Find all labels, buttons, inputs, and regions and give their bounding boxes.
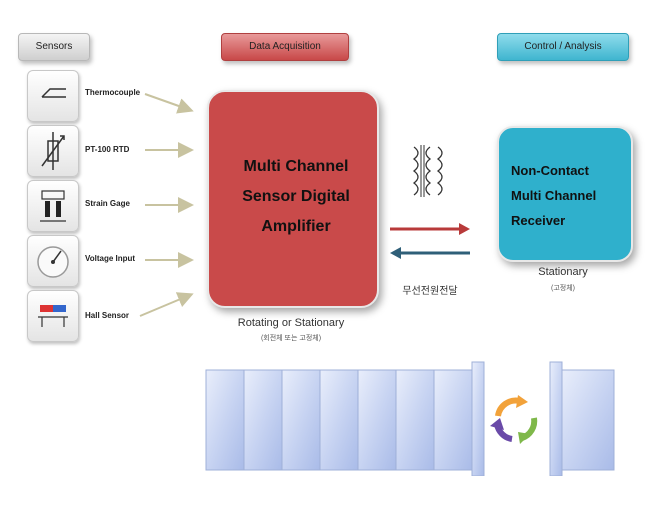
receiver-line-1: Non-Contact: [511, 163, 589, 178]
rotation-cycle-icon: [490, 395, 538, 444]
receiver-line-2: Multi Channel: [511, 188, 597, 203]
rotating-shaft-illustration: [205, 361, 615, 476]
hall-sensor-icon: [27, 290, 79, 342]
amplifier-line-1: Multi Channel: [243, 158, 349, 175]
sensor-label-hall-sensor: Hall Sensor: [85, 311, 130, 320]
thermocouple-icon: [27, 70, 79, 122]
sensor-label-strain-gage: Strain Gage: [85, 199, 130, 208]
sensors-header: Sensors: [18, 33, 90, 61]
amplifier-line-3: Amplifier: [261, 218, 331, 235]
voltage-gauge-icon: [27, 235, 79, 287]
amplifier-caption: Rotating or Stationary: [237, 317, 345, 329]
wireless-transfer-arrows: [390, 223, 470, 259]
receiver-subcaption: (고정체): [551, 285, 575, 292]
strain-gage-icon: [27, 180, 79, 232]
wireless-power-label: 무선전원전달: [402, 286, 458, 297]
amplifier-subcaption: (회전체 또는 고정체): [260, 335, 322, 342]
wireless-coil-icon: [412, 145, 443, 197]
data-acquisition-header: Data Acquisition: [221, 33, 349, 61]
control-analysis-header: Control / Analysis: [497, 33, 629, 61]
receiver-line-3: Receiver: [511, 213, 566, 228]
amplifier-line-2: Sensor Digital: [242, 188, 350, 205]
sensor-label-thermocouple: Thermocouple: [85, 88, 141, 97]
receiver-caption: Stationary: [538, 266, 588, 278]
receiver-block: Non-Contact Multi Channel Receiver: [497, 126, 633, 262]
sensor-label-rtd: PT-100 RTD: [85, 145, 130, 154]
amplifier-block: Multi Channel Sensor Digital Amplifier: [207, 90, 379, 308]
arrow-right-head: [459, 223, 470, 235]
rtd-icon: [27, 125, 79, 177]
sensor-label-voltage-input: Voltage Input: [85, 254, 136, 263]
arrow-left-head: [390, 247, 401, 259]
